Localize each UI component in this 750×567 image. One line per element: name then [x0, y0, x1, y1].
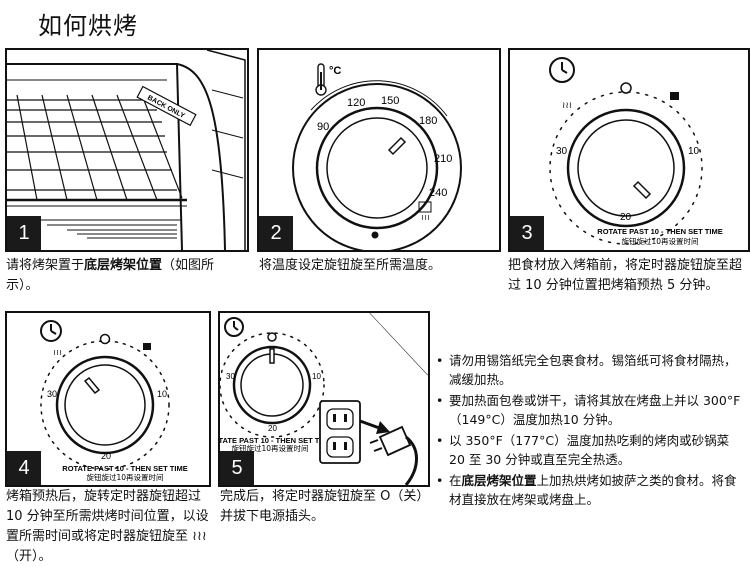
step-5-number: 5	[220, 451, 254, 485]
page-title: 如何烘烤	[38, 12, 138, 40]
step-4-number: 4	[7, 451, 41, 485]
plug-icon	[369, 425, 418, 485]
step-4-caption: 烤箱预热后，旋转定时器旋钮超过 10 分钟至所需烘烤时间位置，以设置所需时间或将…	[6, 489, 209, 564]
thermometer-icon	[315, 63, 327, 96]
step-2-panel: °C 120 150 90 180 210 240 ≀≀≀ 2	[257, 48, 501, 252]
step-2-caption: 将温度设定旋钮旋至所需温度。	[259, 258, 442, 273]
step-5-panel: 30 10 20 ROTATE PAST 10 - THEN SET TIME …	[218, 311, 430, 487]
timer-mark-20: 20	[101, 451, 111, 461]
timer-mark-20: 20	[620, 212, 632, 223]
svg-text:≀≀≀: ≀≀≀	[421, 213, 430, 222]
temp-unit: °C	[329, 65, 341, 77]
timer-dial-illustration: ≀≀≀ 30 10 20 ROTATE PAST 10 - THEN SET T…	[40, 320, 188, 482]
timer-mark-30: 30	[226, 372, 235, 381]
step-3-panel: ≀≀≀ 30 10 20 ROTATE PAST 10 - THEN SET T…	[508, 48, 750, 252]
clock-icon	[224, 317, 244, 337]
tip-item: 要加热面包卷或饼干，请将其放在烤盘上并以 300°F（149°C）温度加热10 …	[436, 391, 748, 429]
timer-mark-10: 10	[312, 372, 321, 381]
clock-icon	[549, 57, 575, 83]
rotate-instruction-zh: 旋钮旋过10再设置时间	[86, 472, 163, 482]
svg-text:≀≀≀: ≀≀≀	[53, 348, 62, 357]
svg-text:≀≀≀: ≀≀≀	[562, 100, 572, 110]
temp-label-120: 120	[347, 97, 365, 109]
step-1-panel: BACK ONLY 1	[5, 48, 249, 252]
outlet-icon	[319, 400, 361, 464]
tip-item: 在底层烤架位置上加热烘烤如披萨之类的食材。将食材直接放在烤架或烤盘上。	[436, 471, 748, 509]
timer-mark-30: 30	[556, 146, 568, 157]
temp-label-210: 210	[434, 153, 452, 165]
oven-rack-illustration: BACK ONLY	[7, 50, 246, 250]
step-5-caption: 完成后，将定时器旋钮旋至 O（关）并拔下电源插头。	[220, 489, 423, 524]
timer-mark-10: 10	[157, 389, 167, 399]
temp-label-180: 180	[419, 115, 437, 127]
step-3-number: 3	[510, 216, 544, 250]
clock-icon	[40, 320, 62, 342]
timer-mark-20: 20	[268, 424, 277, 433]
temp-label-240: 240	[429, 187, 447, 199]
step-1-caption: 请将烤架置于底层烤架位置（如图所示）。	[6, 258, 215, 293]
timer-mark-30: 30	[47, 389, 57, 399]
temperature-dial-illustration: °C 120 150 90 180 210 240 ≀≀≀	[292, 63, 462, 250]
step-1-number: 1	[7, 216, 41, 250]
temp-label-150: 150	[381, 95, 399, 107]
rotate-instruction-en: ROTATE PAST 10 - THEN SET TIME	[220, 436, 333, 445]
step-4-panel: ≀≀≀ 30 10 20 ROTATE PAST 10 - THEN SET T…	[5, 311, 211, 487]
timer-mark-10: 10	[688, 146, 700, 157]
rotate-instruction-zh: 旋钮旋过10再设置时间	[231, 443, 308, 453]
step-3-caption: 把食材放入烤箱前，将定时器旋钮旋至超过 10 分钟位置把烤箱预热 5 分钟。	[508, 258, 743, 293]
timer-dial-illustration: ≀≀≀ 30 10 20 ROTATE PAST 10 - THEN SET T…	[549, 57, 723, 246]
tips-list: 请勿用锡箔纸完全包裹食材。锡箔纸可将食材隔热，减缓加热。 要加热面包卷或饼干，请…	[436, 351, 748, 511]
rotate-instruction-en: ROTATE PAST 10 - THEN SET TIME	[597, 227, 722, 236]
tip-item: 以 350°F（177°C）温度加热吃剩的烤肉或砂锅菜 20 至 30 分钟或直…	[436, 431, 748, 469]
step-2-number: 2	[259, 216, 293, 250]
tip-item: 请勿用锡箔纸完全包裹食材。锡箔纸可将食材隔热，减缓加热。	[436, 351, 748, 389]
unplug-illustration: 30 10 20 ROTATE PAST 10 - THEN SET TIME …	[220, 313, 428, 485]
temp-label-90: 90	[317, 121, 329, 133]
rotate-instruction-en: ROTATE PAST 10 - THEN SET TIME	[62, 464, 187, 473]
rotate-instruction-zh: 旋钮旋过10再设置时间	[621, 236, 698, 246]
